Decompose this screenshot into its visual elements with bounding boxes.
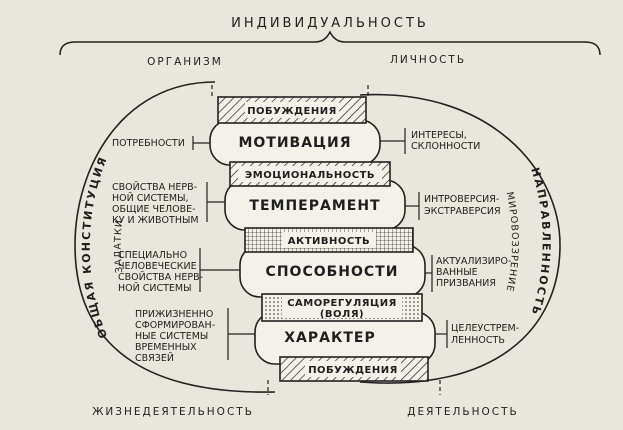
svg-text:ИНТЕРЕСЫ,: ИНТЕРЕСЫ, (411, 130, 467, 141)
left-label-conditioned-systems: ПРИЖИЗНЕННО СФОРМИРОВАН- НЫЕ СИСТЕМЫ ВРЕ… (135, 309, 215, 364)
svg-text:ЦЕЛЕУСТРЕМ-: ЦЕЛЕУСТРЕМ- (451, 323, 519, 334)
character-title: ХАРАКТЕР (284, 330, 376, 346)
left-brackets (192, 136, 255, 360)
svg-text:КУ И ЖИВОТНЫМ: КУ И ЖИВОТНЫМ (112, 215, 199, 226)
svg-text:ВАННЫЕ: ВАННЫЕ (436, 267, 478, 278)
svg-text:ВРЕМЕННЫХ: ВРЕМЕННЫХ (135, 342, 197, 353)
general-constitution-label: ОБЩАЯ КОНСТИТУЦИЯ (80, 154, 110, 340)
svg-text:НОЙ СИСТЕМЫ: НОЙ СИСТЕМЫ (118, 282, 192, 294)
band-emotionality-label: ЭМОЦИОНАЛЬНОСТЬ (245, 170, 375, 181)
activity-label: ДЕЯТЕЛЬНОСТЬ (407, 406, 518, 418)
right-label-vocations: АКТУАЛИЗИРО- ВАННЫЕ ПРИЗВАНИЯ (436, 256, 511, 289)
band-self-regulation-label: САМОРЕГУЛЯЦИЯ (287, 298, 397, 309)
worldview-label: МИРОВОЗЗРЕНИЕ (504, 191, 521, 293)
band-motives-top (217, 96, 367, 124)
svg-text:СВЯЗЕЙ: СВЯЗЕЙ (135, 352, 174, 364)
svg-text:ИНТРОВЕРСИЯ-: ИНТРОВЕРСИЯ- (424, 194, 499, 205)
diagram-title: ИНДИВИДУАЛЬНОСТЬ (231, 16, 429, 31)
right-brackets (380, 128, 448, 348)
svg-text:НЫЕ СИСТЕМЫ: НЫЕ СИСТЕМЫ (135, 331, 208, 342)
band-will-label: (ВОЛЯ) (320, 309, 364, 320)
temperament-title: ТЕМПЕРАМЕНТ (249, 198, 380, 214)
svg-text:ПРИЖИЗНЕННО: ПРИЖИЗНЕННО (135, 309, 213, 320)
left-label-needs: ПОТРЕБНОСТИ (112, 138, 185, 149)
svg-text:ЭКСТРАВЕРСИЯ: ЭКСТРАВЕРСИЯ (424, 206, 501, 217)
svg-text:ЛЕННОСТЬ: ЛЕННОСТЬ (451, 335, 505, 346)
svg-text:СКЛОННОСТИ: СКЛОННОСТИ (411, 141, 480, 152)
band-motives-top-label: ПОБУЖДЕНИЯ (247, 106, 337, 117)
band-activity-label: АКТИВНОСТЬ (288, 236, 370, 247)
personality-label: ЛИЧНОСТЬ (390, 54, 466, 66)
svg-text:СФОРМИРОВАН-: СФОРМИРОВАН- (135, 320, 215, 331)
inclinations-label: ЗАДАТКИ (113, 219, 126, 274)
right-label-purposefulness: ЦЕЛЕУСТРЕМ- ЛЕННОСТЬ (451, 323, 519, 346)
svg-text:ПРИЗВАНИЯ: ПРИЗВАНИЯ (436, 278, 496, 289)
band-motives-bottom-label: ПОБУЖДЕНИЯ (308, 365, 398, 376)
vital-activity-label: ЖИЗНЕДЕЯТЕЛЬНОСТЬ (92, 406, 254, 418)
orientation-label: НАПРАВЛЕННОСТЬ (528, 166, 553, 318)
left-label-ns-properties-human: СПЕЦИАЛЬНО ЧЕЛОВЕЧЕСКИЕ СВОЙСТВА НЕРВ- Н… (118, 250, 203, 294)
top-brace (59, 30, 601, 56)
left-label-ns-properties-general: СВОЙСТВА НЕРВ- НОЙ СИСТЕМЫ, ОБЩИЕ ЧЕЛОВЕ… (112, 181, 199, 226)
svg-text:СВОЙСТВА НЕРВ-: СВОЙСТВА НЕРВ- (112, 181, 197, 193)
organism-label: ОРГАНИЗМ (147, 56, 223, 68)
right-oval (359, 93, 561, 384)
right-label-introversion: ИНТРОВЕРСИЯ- ЭКСТРАВЕРСИЯ (424, 194, 501, 217)
motivation-title: МОТИВАЦИЯ (238, 135, 351, 151)
svg-text:СВОЙСТВА НЕРВ-: СВОЙСТВА НЕРВ- (118, 271, 203, 283)
svg-text:АКТУАЛИЗИРО-: АКТУАЛИЗИРО- (436, 256, 511, 267)
svg-text:ПОТРЕБНОСТИ: ПОТРЕБНОСТИ (112, 138, 185, 149)
svg-text:НОЙ СИСТЕМЫ,: НОЙ СИСТЕМЫ, (112, 192, 189, 204)
abilities-title: СПОСОБНОСТИ (266, 264, 399, 280)
svg-text:ОБЩИЕ ЧЕЛОВЕ-: ОБЩИЕ ЧЕЛОВЕ- (112, 204, 196, 215)
svg-text:СПЕЦИАЛЬНО: СПЕЦИАЛЬНО (118, 250, 187, 261)
right-label-interests: ИНТЕРЕСЫ, СКЛОННОСТИ (411, 130, 480, 152)
svg-text:ЧЕЛОВЕЧЕСКИЕ: ЧЕЛОВЕЧЕСКИЕ (118, 261, 197, 272)
left-oval (74, 81, 276, 393)
